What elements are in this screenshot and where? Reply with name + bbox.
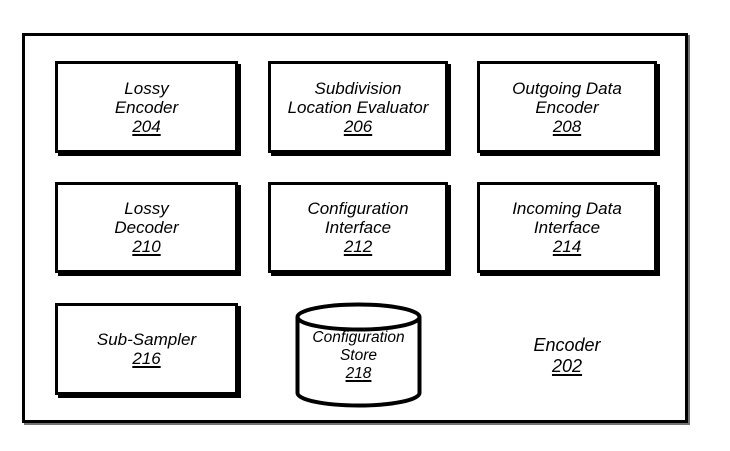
box-label-line: Subdivision: [314, 78, 402, 98]
box-configuration-interface: Configuration Interface 212: [268, 182, 448, 273]
reference-numeral: 202: [551, 356, 583, 376]
box-subdivision-location-evaluator: Subdivision Location Evaluator 206: [268, 61, 448, 153]
encoder-module-boundary: Lossy Encoder 204 Subdivision Location E…: [22, 33, 688, 423]
box-label-line: Incoming Data: [512, 199, 622, 218]
configuration-store-cylinder: Configuration Store 218: [295, 302, 422, 408]
box-label-line: Encoder: [535, 97, 599, 117]
reference-numeral: 212: [343, 237, 373, 256]
database-cylinder-icon: [295, 302, 422, 408]
store-label-line: Store: [339, 347, 378, 364]
reference-numeral: 208: [552, 116, 582, 136]
encoder-title-label: Encoder 202: [477, 303, 657, 409]
box-incoming-data-interface: Incoming Data Interface 214: [477, 182, 657, 273]
box-label-line: Outgoing Data: [512, 78, 622, 98]
box-label-line: Lossy: [124, 199, 169, 218]
box-label-line: Lossy: [124, 78, 169, 98]
reference-numeral: 218: [345, 365, 372, 382]
box-label-line: Location Evaluator: [287, 97, 429, 117]
box-sub-sampler: Sub-Sampler 216: [55, 303, 238, 395]
configuration-store-label: Configuration Store 218: [295, 329, 422, 383]
reference-numeral: 214: [552, 237, 582, 256]
box-outgoing-data-encoder: Outgoing Data Encoder 208: [477, 61, 657, 153]
encoder-label-line: Encoder: [533, 335, 601, 355]
box-label-line: Encoder: [114, 97, 179, 117]
reference-numeral: 206: [343, 116, 373, 136]
reference-numeral: 210: [132, 237, 161, 256]
store-label-line: Configuration: [312, 329, 405, 346]
reference-numeral: 216: [132, 349, 161, 368]
box-label-line: Configuration: [307, 199, 409, 218]
box-label-line: Interface: [324, 218, 392, 237]
box-label-line: Interface: [533, 218, 601, 237]
box-label-line: Sub-Sampler: [96, 330, 197, 349]
box-lossy-encoder: Lossy Encoder 204: [55, 61, 238, 153]
box-label-line: Decoder: [114, 218, 179, 237]
reference-numeral: 204: [132, 116, 161, 136]
box-lossy-decoder: Lossy Decoder 210: [55, 182, 238, 273]
